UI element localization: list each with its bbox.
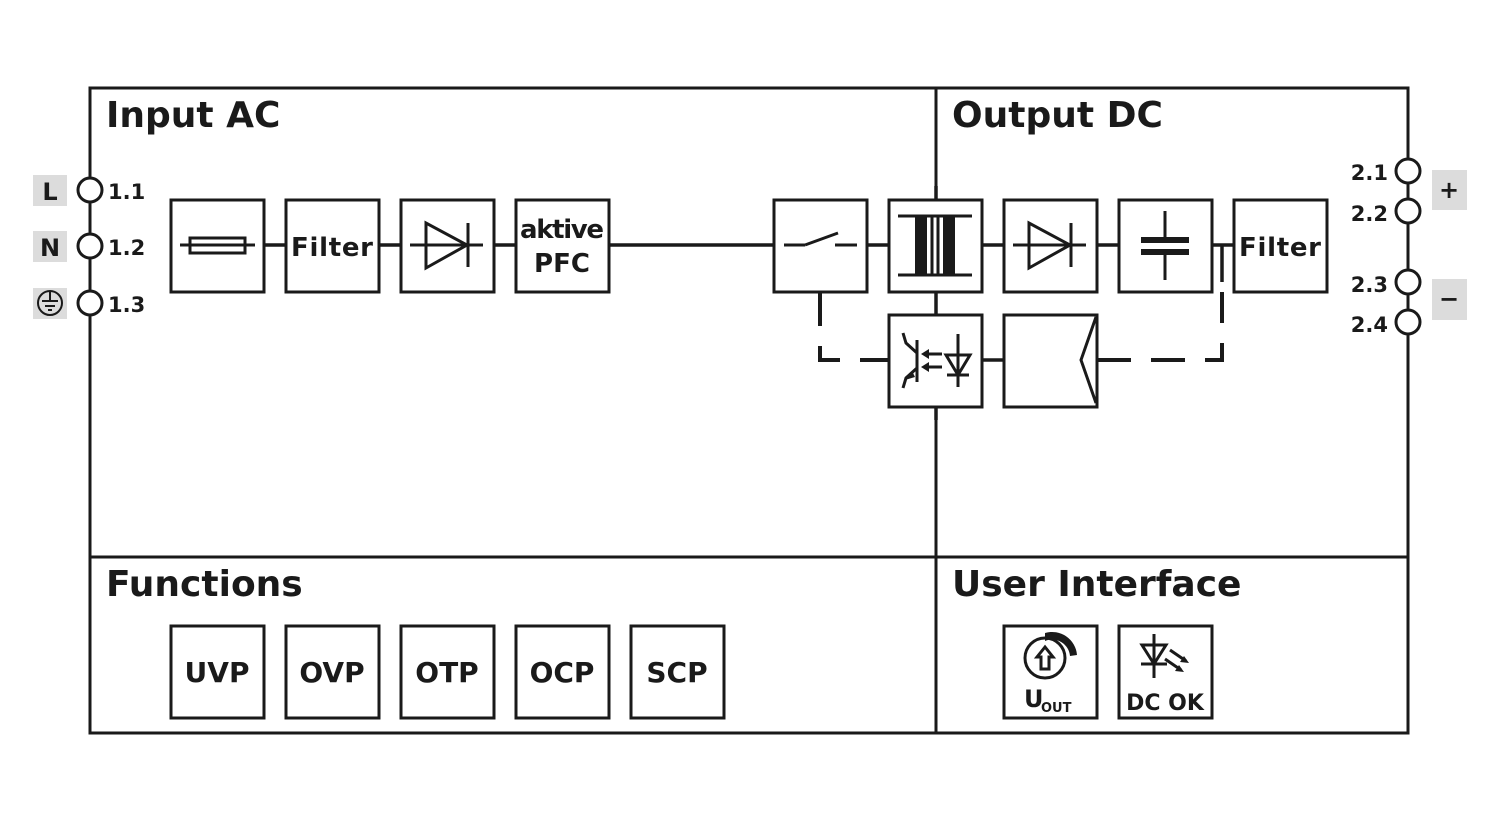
function-ovp: OVP — [284, 624, 381, 720]
function-label: SCP — [646, 656, 707, 689]
ui-uout-adjust: U OUT — [1002, 624, 1099, 720]
capacitor-icon — [1141, 211, 1189, 280]
terminal-circle — [1394, 268, 1422, 296]
function-uvp: UVP — [169, 624, 266, 720]
block-filter-input: Filter — [284, 198, 381, 294]
function-label: UVP — [185, 656, 250, 689]
block-filter-output: Filter — [1232, 198, 1329, 294]
function-label: OTP — [415, 656, 478, 689]
function-ocp: OCP — [514, 624, 611, 720]
block-transformer — [887, 198, 984, 294]
block-output-rectifier — [1002, 198, 1099, 294]
terminal-number: 2.3 — [1351, 273, 1388, 297]
fuse-icon — [180, 236, 255, 255]
section-title-functions: Functions — [106, 564, 303, 605]
switch-icon — [784, 231, 857, 247]
terminal-number: 1.1 — [108, 180, 145, 204]
function-otp: OTP — [399, 624, 496, 720]
function-label: OCP — [530, 656, 595, 689]
block-controller — [1002, 313, 1099, 409]
transformer-icon — [898, 214, 972, 277]
uout-label: U — [1024, 685, 1044, 713]
block-switch — [772, 198, 869, 294]
protective-earth-icon — [37, 290, 63, 316]
function-scp: SCP — [629, 624, 726, 720]
section-title-output-dc: Output DC — [952, 95, 1163, 136]
terminal-circle — [1394, 197, 1422, 225]
output-terminal-2-1: 2.1 — [1351, 157, 1422, 185]
tag-L-label: L — [42, 178, 57, 206]
block-optocoupler — [887, 313, 984, 409]
pfc-label-line1: aktive — [520, 215, 604, 245]
block-fuse — [169, 198, 266, 294]
block-rectifier — [399, 198, 496, 294]
led-icon — [1139, 634, 1189, 678]
pfc-label-line2: PFC — [534, 249, 590, 279]
tag-L — [33, 175, 67, 206]
tag-N-label: N — [40, 234, 60, 262]
filter-label: Filter — [291, 233, 373, 263]
terminal-circle — [76, 176, 104, 204]
terminal-circle — [76, 232, 104, 260]
tag-minus — [1432, 279, 1467, 320]
input-terminal-1-1: L 1.1 — [33, 175, 145, 206]
outer-frame — [88, 86, 1410, 735]
optocoupler-icon — [901, 332, 973, 389]
ui-dc-ok-led: DC OK — [1117, 624, 1214, 720]
terminal-number: 1.3 — [108, 293, 145, 317]
section-title-user-interface: User Interface — [952, 564, 1241, 605]
feedback-dashed-line-left — [818, 292, 889, 362]
tag-plus — [1432, 170, 1467, 210]
uout-sub-label: OUT — [1041, 701, 1072, 716]
diode-icon — [1013, 220, 1086, 271]
output-terminal-2-3: 2.3 — [1351, 268, 1422, 297]
terminal-circle — [76, 289, 104, 317]
tag-minus-label: − — [1439, 285, 1459, 313]
tag-plus-label: + — [1439, 176, 1459, 204]
feedback-dashed-line-right — [1097, 292, 1224, 362]
block-active-pfc: aktive PFC — [514, 198, 611, 294]
terminal-circle — [1394, 308, 1422, 336]
terminal-number: 2.2 — [1351, 202, 1388, 226]
filter-label: Filter — [1239, 233, 1321, 263]
diode-icon — [410, 220, 483, 271]
terminal-circle — [1394, 157, 1422, 185]
output-terminal-2-2: 2.2 — [1351, 197, 1422, 226]
terminal-number: 1.2 — [108, 236, 145, 260]
tag-N — [33, 231, 67, 262]
function-label: OVP — [299, 656, 364, 689]
block-capacitor — [1117, 198, 1214, 294]
dc-ok-label: DC OK — [1126, 691, 1205, 716]
terminal-number: 2.1 — [1351, 161, 1388, 185]
potentiometer-icon — [1023, 631, 1077, 680]
input-terminal-1-3: 1.3 — [33, 288, 145, 319]
input-terminal-1-2: N 1.2 — [33, 231, 145, 262]
section-title-input-ac: Input AC — [106, 95, 280, 136]
controller-icon — [1079, 316, 1098, 404]
output-terminal-2-4: 2.4 — [1351, 308, 1422, 337]
terminal-number: 2.4 — [1351, 313, 1388, 337]
